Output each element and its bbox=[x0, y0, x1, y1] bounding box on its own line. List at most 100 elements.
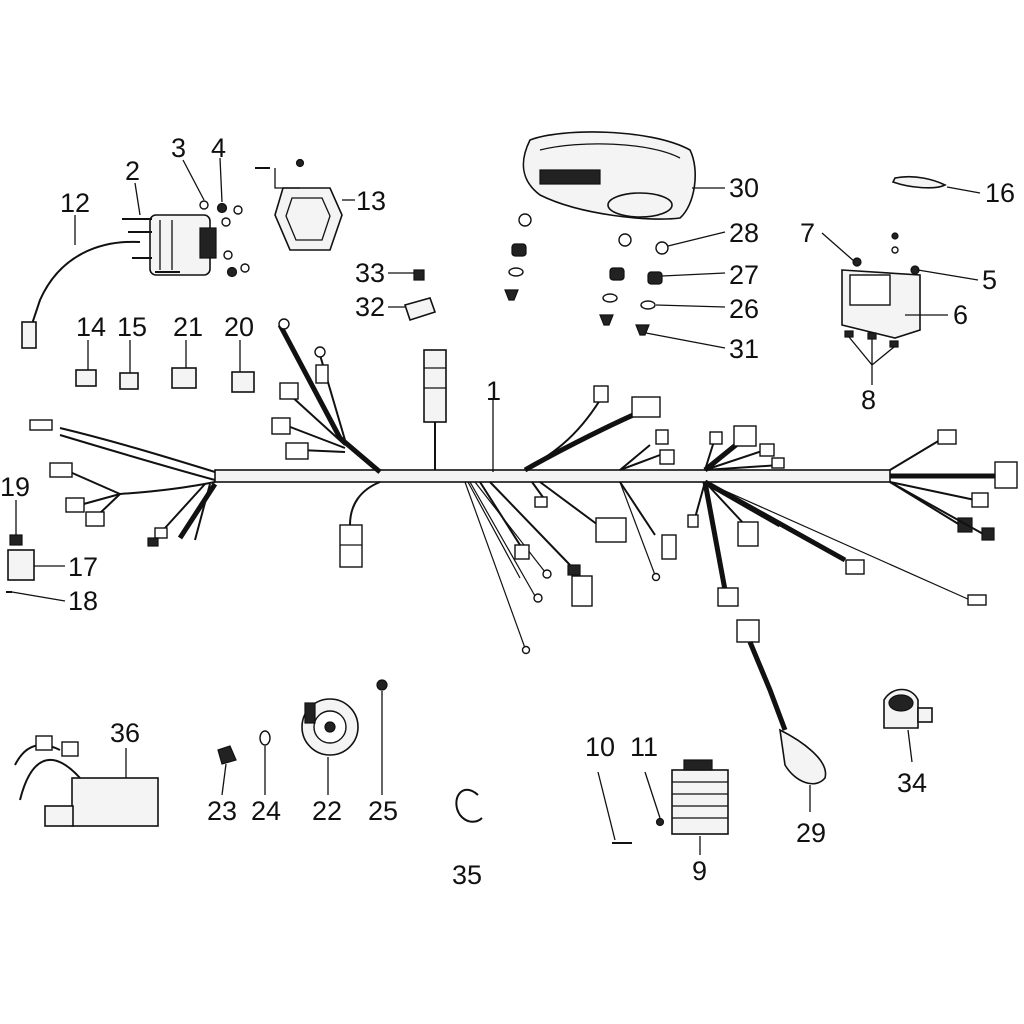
branch-connector-g bbox=[631, 396, 661, 418]
end-connector-1 bbox=[937, 429, 957, 445]
switch-lead-wire bbox=[29, 240, 141, 331]
cluster-connector-3 bbox=[759, 443, 775, 457]
bolt-33 bbox=[413, 269, 425, 281]
horn-nut-25 bbox=[376, 679, 388, 691]
cluster-screw-31b bbox=[599, 314, 614, 326]
branch-connector-l bbox=[661, 534, 677, 560]
switch-lead-connector bbox=[21, 321, 37, 349]
cdi-module-assembly bbox=[841, 232, 921, 348]
leader-27 bbox=[661, 272, 726, 277]
branch-connector-h bbox=[534, 496, 548, 508]
branch-terminal-b bbox=[147, 537, 159, 547]
branch-connector-d bbox=[271, 417, 291, 435]
end-connector-2 bbox=[994, 461, 1018, 489]
harness-left-branch bbox=[59, 427, 216, 473]
lead-connector-5 bbox=[514, 544, 530, 560]
gasket-plate bbox=[274, 187, 343, 251]
horn-bracket bbox=[304, 702, 316, 724]
cluster-bushing-27c bbox=[647, 271, 663, 285]
gasket-screw-leader bbox=[274, 168, 300, 189]
callout-29: 29 bbox=[796, 818, 826, 848]
callout-15: 15 bbox=[117, 312, 147, 342]
callout-8: 8 bbox=[861, 385, 876, 415]
leader-34 bbox=[907, 729, 913, 763]
cluster-washer-26c bbox=[640, 300, 656, 310]
callout-leaders bbox=[11, 157, 981, 855]
sensor-29 bbox=[736, 619, 827, 785]
harness-branch-a bbox=[119, 481, 216, 495]
switch-gasket-plate bbox=[255, 158, 343, 251]
cdi-screw-5 bbox=[910, 265, 920, 275]
socket-34 bbox=[883, 688, 933, 729]
harness-mid-branch-3 bbox=[619, 481, 656, 536]
clip-32 bbox=[403, 297, 437, 322]
cluster-connector-1 bbox=[709, 431, 723, 445]
callout-6: 6 bbox=[953, 300, 968, 330]
cdi-clip-8c bbox=[889, 340, 899, 348]
wire-pack-connector-2 bbox=[61, 741, 79, 757]
harness-mid-branch-1 bbox=[619, 444, 651, 471]
socket-terminal bbox=[917, 707, 933, 723]
regulator-body bbox=[671, 769, 729, 835]
callout-22: 22 bbox=[312, 796, 342, 826]
harness-down-branch bbox=[349, 481, 381, 526]
branch-connector-b bbox=[154, 527, 168, 539]
cluster-washer-26a bbox=[508, 267, 524, 277]
callout-20: 20 bbox=[224, 312, 254, 342]
cdi-top-washer bbox=[891, 246, 899, 254]
ignition-switch-assembly bbox=[21, 200, 250, 349]
branch-connector-a2 bbox=[65, 497, 85, 513]
callout-12: 12 bbox=[60, 188, 90, 218]
callout-5: 5 bbox=[982, 265, 997, 295]
wire-pack-plug bbox=[44, 805, 74, 827]
flasher-unit-17 bbox=[7, 549, 35, 581]
callout-36: 36 bbox=[110, 718, 140, 748]
cluster-washer-26b bbox=[602, 293, 618, 303]
leader-2 bbox=[134, 182, 141, 216]
callout-35: 35 bbox=[452, 860, 482, 890]
sensor-lead bbox=[747, 641, 788, 731]
switch-nut-1 bbox=[216, 202, 228, 214]
harness-right-branch-2 bbox=[523, 409, 641, 473]
ring-terminal-2 bbox=[314, 346, 326, 358]
harness-cluster-long-lead bbox=[704, 481, 971, 601]
callout-33: 33 bbox=[355, 258, 385, 288]
relay-20 bbox=[231, 371, 255, 393]
branch-connector-a3 bbox=[85, 511, 105, 527]
socket-opening bbox=[888, 694, 914, 712]
harness-lead-c bbox=[194, 483, 211, 541]
wire-pack-box bbox=[71, 777, 159, 827]
lead-terminal-1 bbox=[521, 645, 531, 655]
voltage-regulator-9 bbox=[671, 759, 729, 835]
lens-strip-16 bbox=[891, 175, 947, 189]
callout-26: 26 bbox=[729, 294, 759, 324]
harness-cluster-down-1 bbox=[694, 481, 706, 519]
wire-pack-connector-1 bbox=[35, 735, 53, 751]
leader-23 bbox=[221, 763, 227, 796]
end-connector-3 bbox=[971, 492, 989, 508]
cdi-screw-7 bbox=[852, 257, 862, 267]
leader-8 bbox=[848, 336, 895, 385]
callout-31: 31 bbox=[729, 334, 759, 364]
branch-connector-k bbox=[659, 449, 675, 465]
multi-pin-connector bbox=[339, 524, 363, 568]
horn-bolt-23 bbox=[217, 745, 237, 765]
callout-18: 18 bbox=[68, 586, 98, 616]
leader-3 bbox=[182, 159, 205, 201]
callout-24: 24 bbox=[251, 796, 281, 826]
callout-13: 13 bbox=[356, 186, 386, 216]
harness-upper-branch-3 bbox=[289, 394, 346, 446]
harness-end-down-1 bbox=[889, 481, 976, 501]
callout-2: 2 bbox=[125, 156, 140, 186]
cluster-connector-6 bbox=[717, 587, 739, 607]
cluster-grommet-28a bbox=[518, 213, 532, 227]
harness-cluster-down-5 bbox=[703, 479, 847, 563]
switch-nut-5 bbox=[226, 266, 238, 278]
inline-fuse-holder bbox=[315, 364, 329, 384]
branch-connector-e bbox=[285, 442, 309, 460]
switch-washer bbox=[199, 200, 209, 210]
instrument-cluster bbox=[522, 131, 696, 220]
relay-14 bbox=[75, 369, 97, 387]
wire-pack-lead-2 bbox=[14, 744, 61, 766]
